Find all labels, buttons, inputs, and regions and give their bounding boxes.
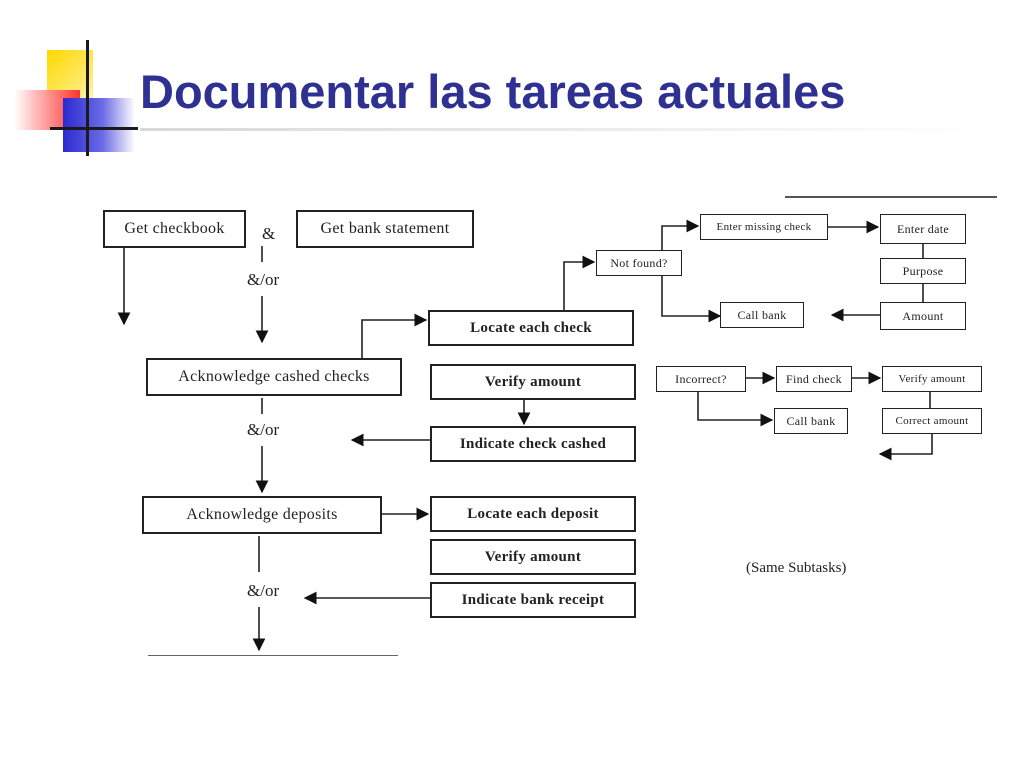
node-call-bank-2: Call bank	[774, 408, 848, 434]
arrow-to-call-bank-1	[661, 276, 722, 323]
scan-edge-bottom	[148, 655, 398, 656]
arrow-to-enter-missing	[661, 219, 700, 250]
node-amount: Amount	[880, 302, 966, 330]
arrow-to-locate-check	[361, 313, 428, 358]
node-locate-each-check: Locate each check	[428, 310, 634, 346]
node-not-found: Not found?	[596, 250, 682, 276]
node-indicate-bank-receipt: Indicate bank receipt	[430, 582, 636, 618]
node-verify-amount-sub: Verify amount	[882, 366, 982, 392]
arrow-to-call-bank-2	[697, 392, 774, 427]
node-acknowledge-deposits: Acknowledge deposits	[142, 496, 382, 534]
connector-and-or-1: &/or	[247, 270, 280, 289]
connector-and: &	[262, 224, 276, 243]
node-get-bank-statement: Get bank statement	[296, 210, 474, 248]
node-acknowledge-cashed-checks: Acknowledge cashed checks	[146, 358, 402, 396]
node-correct-amount: Correct amount	[882, 408, 982, 434]
decor-vertical-line	[86, 40, 89, 156]
decor-blue-square	[63, 98, 135, 152]
arrow-correct-back	[878, 434, 933, 461]
connector-and-or-3: &/or	[247, 581, 280, 600]
node-enter-date: Enter date	[880, 214, 966, 244]
decor-horizontal-line	[50, 127, 138, 130]
connector-and-or-2: &/or	[247, 420, 280, 439]
slide-title: Documentar las tareas actuales	[140, 65, 846, 118]
scan-edge-top	[785, 196, 997, 198]
arrow-to-not-found	[563, 255, 596, 310]
node-verify-amount-checks: Verify amount	[430, 364, 636, 400]
title-underline	[140, 128, 990, 131]
node-verify-amount-deposits: Verify amount	[430, 539, 636, 575]
note-same-subtasks: (Same Subtasks)	[746, 560, 847, 576]
node-find-check: Find check	[776, 366, 852, 392]
node-locate-each-deposit: Locate each deposit	[430, 496, 636, 532]
node-purpose: Purpose	[880, 258, 966, 284]
node-call-bank-1: Call bank	[720, 302, 804, 328]
node-get-checkbook: Get checkbook	[103, 210, 246, 248]
node-enter-missing-check: Enter missing check	[700, 214, 828, 240]
node-incorrect: Incorrect?	[656, 366, 746, 392]
node-indicate-check-cashed: Indicate check cashed	[430, 426, 636, 462]
